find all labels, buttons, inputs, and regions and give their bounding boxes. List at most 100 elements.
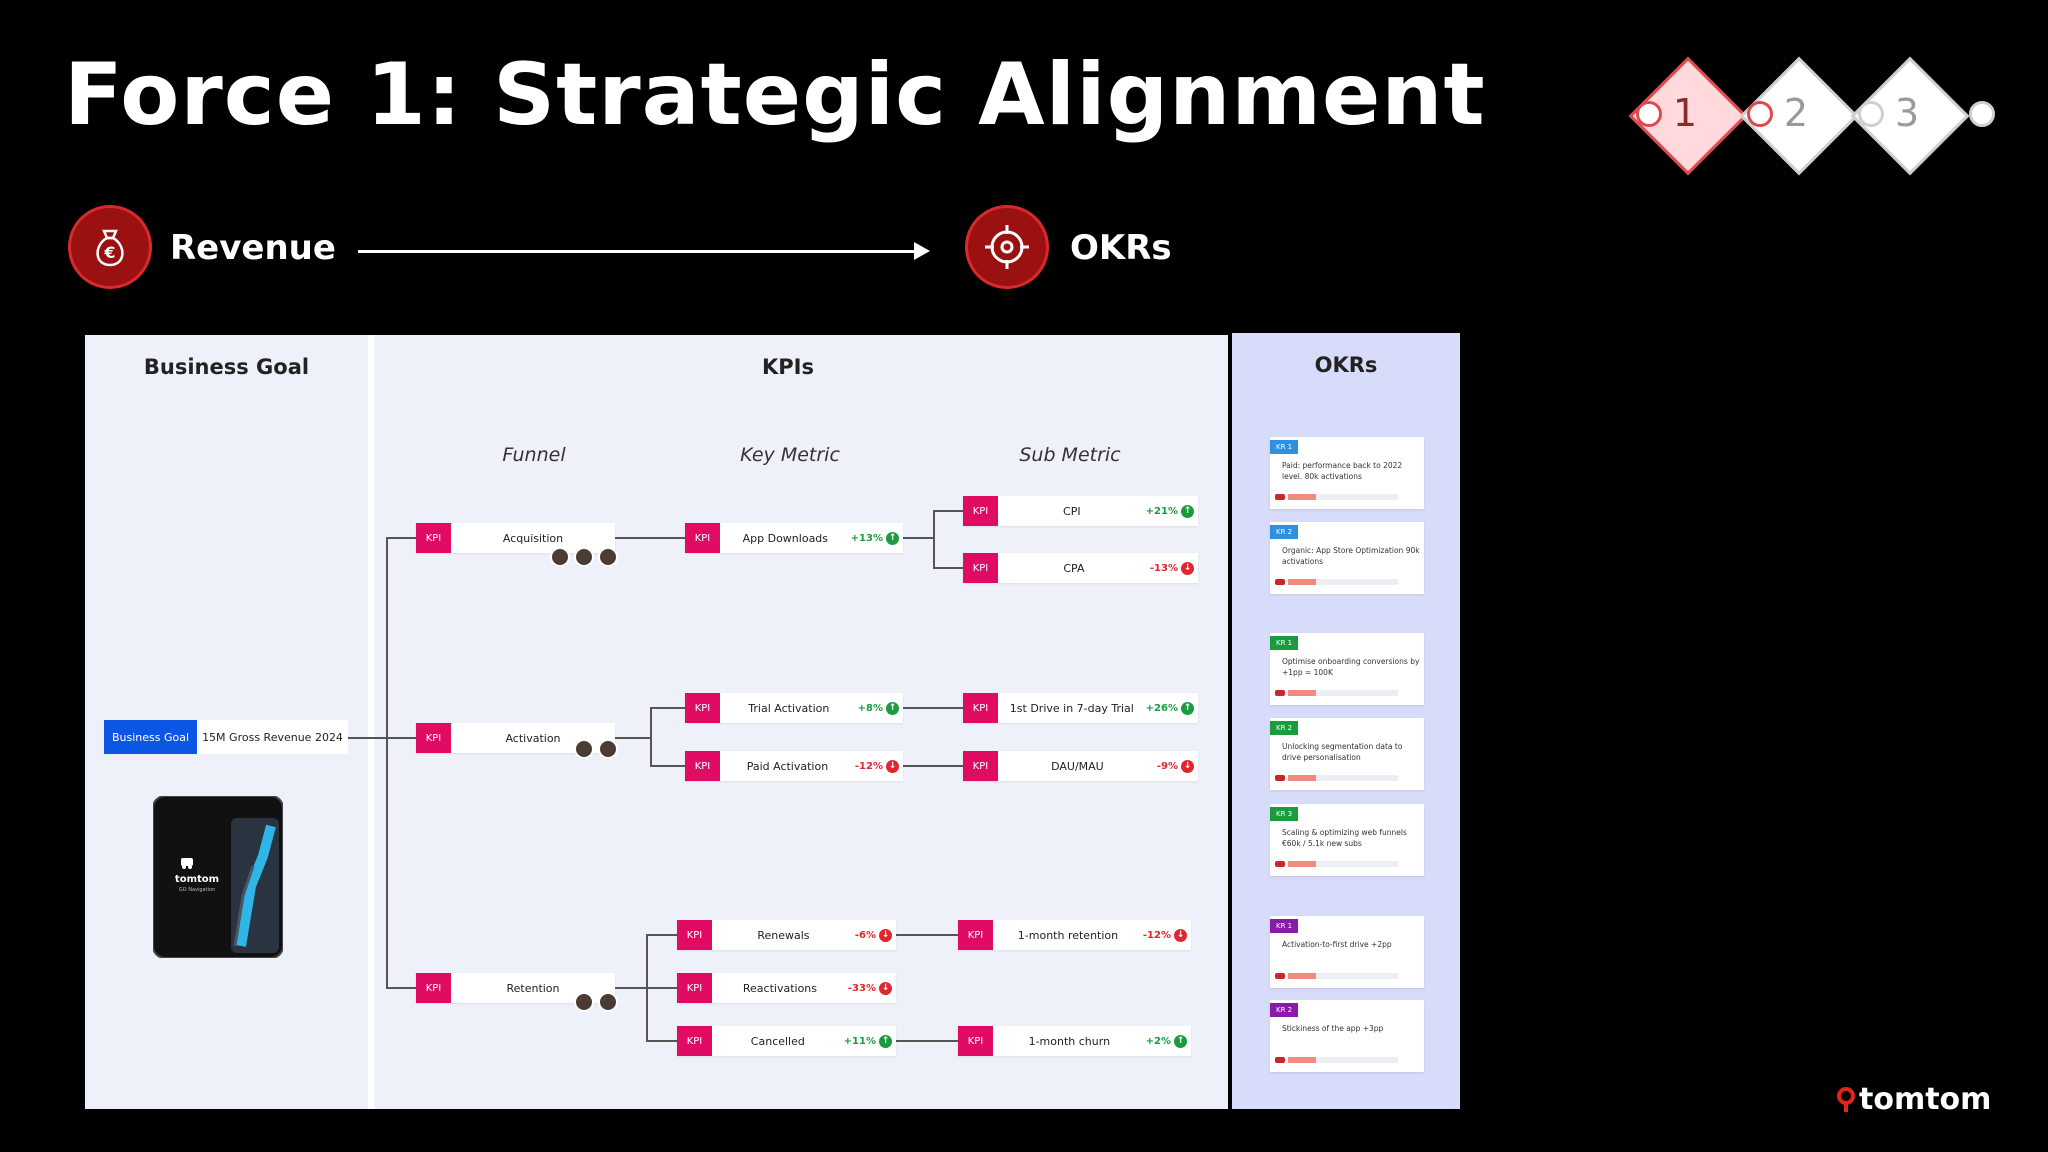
kpi-tag: KPI [416,723,451,753]
arrow-up-icon: ↑ [1174,1034,1187,1048]
business-goal-value: 15M Gross Revenue 2024 [202,730,343,744]
target-icon [965,205,1049,289]
step-dot [1969,101,1995,127]
delta-value: +8% [857,702,883,714]
connector-line [650,765,685,767]
owner-avatar [550,547,570,567]
okr-card[interactable]: KR 2 Stickiness of the app +3pp [1270,1000,1424,1072]
kr-tag: KR 1 [1270,440,1299,454]
step-1-label: 1 [1672,91,1698,135]
okr-card[interactable]: KR 1 Activation-to-first drive +2pp [1270,916,1424,988]
kr-progress-fill [1288,690,1316,696]
key-metric-reactivations[interactable]: KPI Reactivations -33%↓ [677,973,896,1003]
key-metric-renewals[interactable]: KPI Renewals -6%↓ [677,920,896,950]
arrow-down-icon: ↓ [1181,561,1194,575]
funnel-label: Activation [505,731,561,745]
kr-tag: KR 1 [1270,919,1299,933]
arrow-right-icon [914,242,930,260]
kpi-tag: KPI [685,523,720,553]
sub-metric-dau-mau[interactable]: KPI DAU/MAU -9%↓ [963,751,1198,781]
connector-line [615,987,647,989]
trend-badge: +8%↑ [857,701,903,715]
business-goal-tag: Business Goal [104,720,197,754]
kr-tag: KR 2 [1270,1003,1299,1017]
sub-metric-cpi[interactable]: KPI CPI +21%↑ [963,496,1198,526]
tomtom-logo: tomtom [1837,1082,1991,1117]
step-indicator: 1 2 3 [1628,52,2010,180]
delta-value: +11% [843,1035,876,1047]
key-metric-label: Paid Activation [746,759,829,773]
logo-text: tomtom [1859,1082,1992,1117]
delta-value: -12% [854,760,883,772]
key-metric-paid-activation[interactable]: KPI Paid Activation -12%↓ [685,751,903,781]
kr-progress-fill [1288,579,1316,585]
sub-metric-first-drive[interactable]: KPI 1st Drive in 7-day Trial +26%↑ [963,693,1198,723]
kr-progress-bar [1288,861,1398,867]
business-goal-node[interactable]: Business Goal 15M Gross Revenue 2024 [104,720,348,754]
funnel-node-retention[interactable]: KPI Retention [416,973,615,1003]
kpi-tag: KPI [685,751,720,781]
delta-value: -12% [1142,929,1171,941]
sub-metric-label: 1-month retention [1017,928,1119,942]
kr-progress-bar [1288,1057,1398,1063]
kpi-tag: KPI [685,693,720,723]
sub-metric-label: CPA [1063,561,1085,575]
panel-divider [368,335,374,1109]
connector-line [646,934,677,936]
trend-badge: +11%↑ [843,1034,896,1048]
okrs-header: OKRs [1314,353,1378,377]
kr-progress-fill [1288,494,1316,500]
sub-metric-label: 1st Drive in 7-day Trial [1009,701,1134,715]
okr-card[interactable]: KR 2 Unlocking segmentation data to driv… [1270,718,1424,790]
car-icon [1275,973,1285,979]
trend-badge: +21%↑ [1146,504,1198,518]
trend-badge: -9%↓ [1157,759,1198,773]
car-icon [1275,690,1285,696]
kr-text: Organic: App Store Optimization 90k acti… [1282,546,1420,566]
connector-line [650,707,652,766]
okr-card[interactable]: KR 1 Optimise onboarding conversions by … [1270,633,1424,705]
funnel-label: Acquisition [502,531,564,545]
key-metric-label: Renewals [757,928,810,942]
kr-progress-fill [1288,861,1316,867]
key-metric-app-downloads[interactable]: KPI App Downloads +13%↑ [685,523,903,553]
connector-line [386,537,416,539]
okr-card[interactable]: KR 2 Organic: App Store Optimization 90k… [1270,522,1424,594]
connector-line [933,510,935,568]
owner-avatar [598,547,618,567]
kpi-tag: KPI [677,920,712,950]
kr-tag: KR 2 [1270,721,1299,735]
sub-metric-cpa[interactable]: KPI CPA -13%↓ [963,553,1198,583]
sub-metric-1-month-retention[interactable]: KPI 1-month retention -12%↓ [958,920,1191,950]
key-metric-trial-activation[interactable]: KPI Trial Activation +8%↑ [685,693,903,723]
kpi-tag: KPI [963,693,998,723]
sub-metric-1-month-churn[interactable]: KPI 1-month churn +2%↑ [958,1026,1191,1056]
okr-card[interactable]: KR 3 Scaling & optimizing web funnels €6… [1270,804,1424,876]
connector-line [646,1040,677,1042]
trend-badge: +13%↑ [851,531,903,545]
connector-line [896,934,958,936]
trend-badge: -13%↓ [1150,561,1198,575]
sub-metric-label: CPI [1063,504,1081,518]
kpi-tag: KPI [958,1026,993,1056]
connector-line [903,765,963,767]
connector-line [615,737,651,739]
kpi-tag: KPI [963,553,998,583]
kr-progress-bar [1288,690,1398,696]
sub-metric-subheader: Sub Metric [1019,444,1121,466]
connector-line [650,707,685,709]
funnel-label: Retention [506,981,560,995]
key-metric-cancelled[interactable]: KPI Cancelled +11%↑ [677,1026,896,1056]
owner-avatar [598,739,618,759]
arrow-up-icon: ↑ [1181,504,1194,518]
kr-text: Unlocking segmentation data to drive per… [1282,742,1403,762]
car-icon [1275,494,1285,500]
connector-line [903,707,963,709]
kpi-tag: KPI [677,1026,712,1056]
okr-card[interactable]: KR 1 Paid: performance back to 2022 leve… [1270,437,1424,509]
delta-value: +26% [1145,702,1178,714]
step-2-label: 2 [1783,91,1809,135]
money-bag-icon: € [68,205,152,289]
step-dot [1636,101,1662,127]
page-title: Force 1: Strategic Alignment [64,45,1486,145]
